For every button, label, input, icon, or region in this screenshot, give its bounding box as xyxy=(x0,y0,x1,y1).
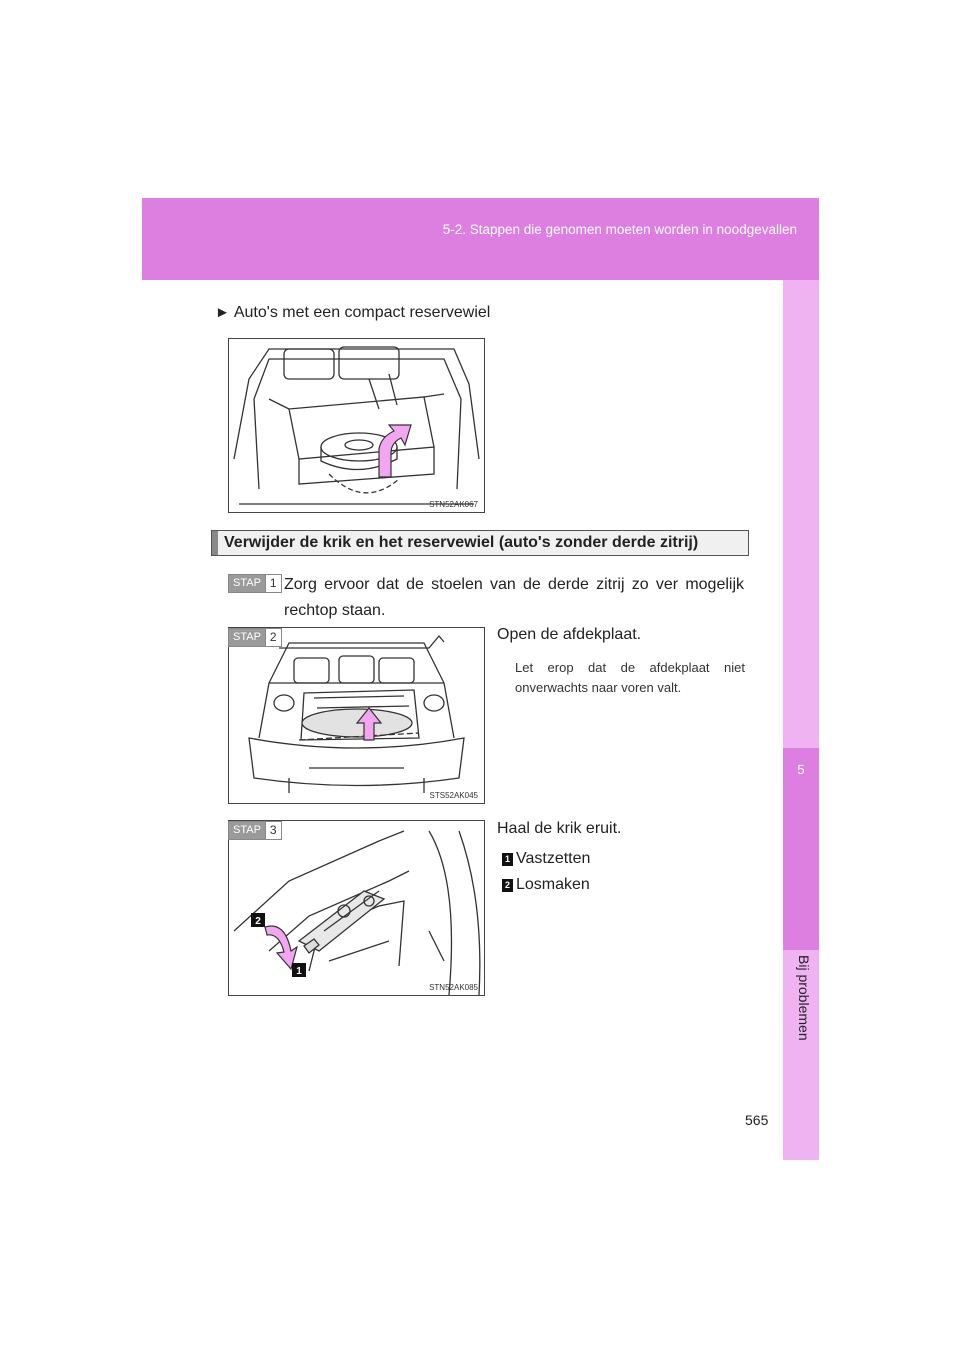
triangle-marker-icon: ► xyxy=(215,304,230,321)
section-title-text: Verwijder de krik en het reservewiel (au… xyxy=(224,534,699,551)
page-number: 565 xyxy=(745,1112,769,1128)
subheading: ►Auto's met een compact reservewiel xyxy=(215,304,490,322)
header-band: 5-2. Stappen die genomen moeten worden i… xyxy=(142,198,819,280)
jack-illustration: 2 1 xyxy=(233,830,481,995)
figure-luggage-spare-wheel: STN52AK067 xyxy=(228,338,485,513)
list-item-label: Vastzetten xyxy=(516,850,591,867)
figure-jack: 2 1 STN52AK085 xyxy=(228,820,485,996)
step-number: 3 xyxy=(264,822,281,839)
step-label: STAP xyxy=(229,575,265,592)
step-1-text: Zorg ervoor dat de stoelen van de derde … xyxy=(284,576,744,619)
number-box: 2 xyxy=(502,878,513,892)
number-box: 1 xyxy=(502,852,513,866)
step-number: 1 xyxy=(264,575,281,592)
callout-2: 2 xyxy=(255,916,261,927)
step-number: 2 xyxy=(264,629,281,646)
list-item-label: Losmaken xyxy=(516,876,590,893)
car-rear-illustration xyxy=(248,634,465,793)
luggage-compartment-illustration xyxy=(233,346,480,505)
subheading-text: Auto's met een compact reservewiel xyxy=(233,304,491,321)
chapter-number: 5 xyxy=(797,762,805,777)
step-label: STAP xyxy=(229,629,265,646)
section-header: 5-2. Stappen die genomen moeten worden i… xyxy=(442,222,797,237)
figure-code: STN52AK085 xyxy=(429,983,478,992)
figure-code: STN52AK067 xyxy=(429,500,478,509)
figure-deck-board: STS52AK045 xyxy=(228,627,485,804)
step-label: STAP xyxy=(229,822,265,839)
callout-1: 1 xyxy=(296,966,302,977)
step-2-note: Let erop dat de afdekplaat niet onverwac… xyxy=(515,660,745,695)
section-title: Verwijder de krik en het reservewiel (au… xyxy=(211,530,749,556)
figure-code: STS52AK045 xyxy=(429,791,478,800)
chapter-sidebar xyxy=(783,280,819,1160)
step-2-text: Open de afdekplaat. xyxy=(497,626,642,643)
step-3-text: Haal de krik eruit. xyxy=(497,820,622,837)
chapter-title: Bij problemen xyxy=(796,955,812,1041)
chapter-tab: 5 xyxy=(783,748,819,950)
section-title-bar xyxy=(212,531,218,555)
